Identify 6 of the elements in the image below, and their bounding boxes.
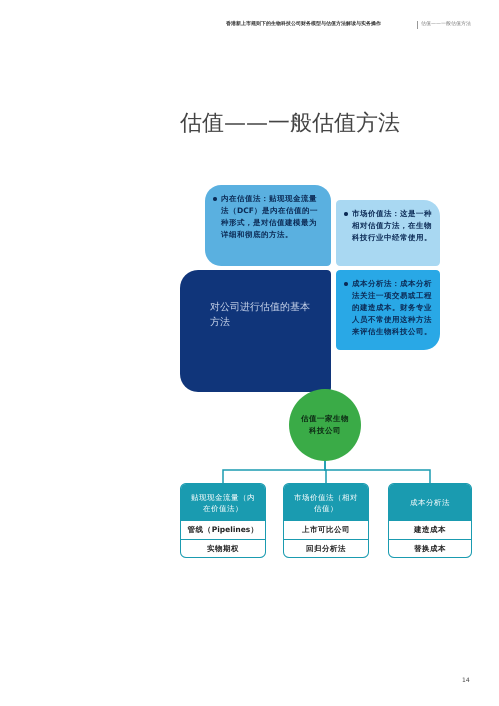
category-box xyxy=(180,483,266,558)
category-box xyxy=(283,483,369,558)
summary-panel: 对公司进行估值的基本方法 xyxy=(180,270,331,392)
title: 估值——一般估值方法 xyxy=(180,110,401,138)
connector-line xyxy=(324,461,431,483)
category-box xyxy=(388,483,472,558)
